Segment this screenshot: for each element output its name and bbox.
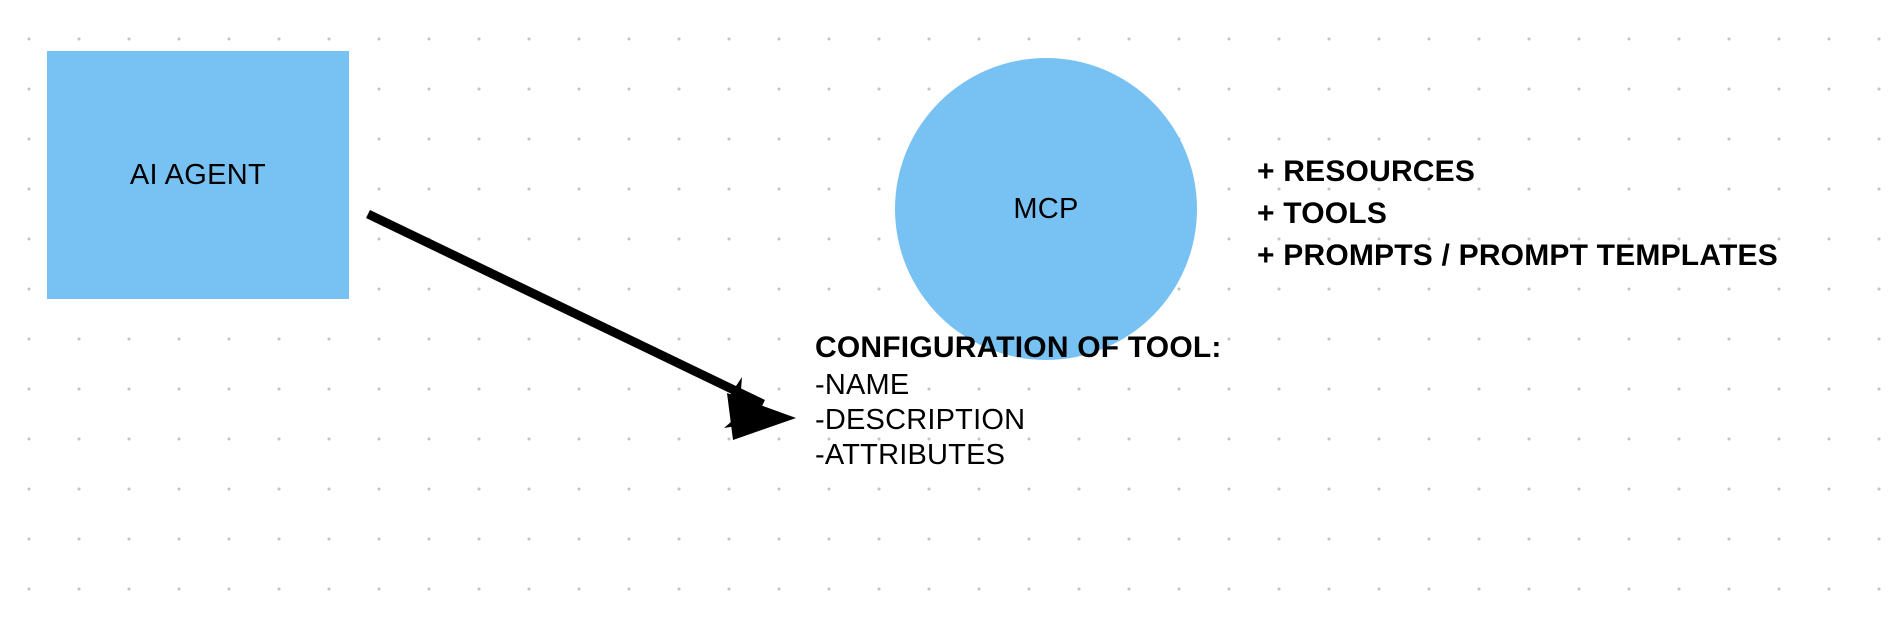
capability-item-tools: + TOOLS [1257,197,1388,230]
arrow-head [724,377,793,428]
tool-configuration-title: CONFIGURATION OF TOOL: [815,331,1222,364]
ai-agent-label: AI AGENT [129,158,267,191]
tool-configuration-block: CONFIGURATION OF TOOL: -NAME -DESCRIPTIO… [815,330,1222,473]
arrow-shaft [366,209,765,409]
mcp-node[interactable]: MCP [895,58,1197,360]
tool-configuration-item-description: -DESCRIPTION [815,404,1026,436]
arrow-head-solid [727,393,796,440]
mcp-label: MCP [1013,192,1079,225]
tool-configuration-item-name: -NAME [815,369,910,401]
mcp-capability-list: + RESOURCES + TOOLS + PROMPTS / PROMPT T… [1257,151,1778,277]
ai-agent-node[interactable]: AI AGENT [47,51,349,299]
tool-configuration-item-attributes: -ATTRIBUTES [815,439,1006,471]
capability-item-prompts: + PROMPTS / PROMPT TEMPLATES [1257,239,1778,272]
capability-item-resources: + RESOURCES [1257,155,1476,188]
